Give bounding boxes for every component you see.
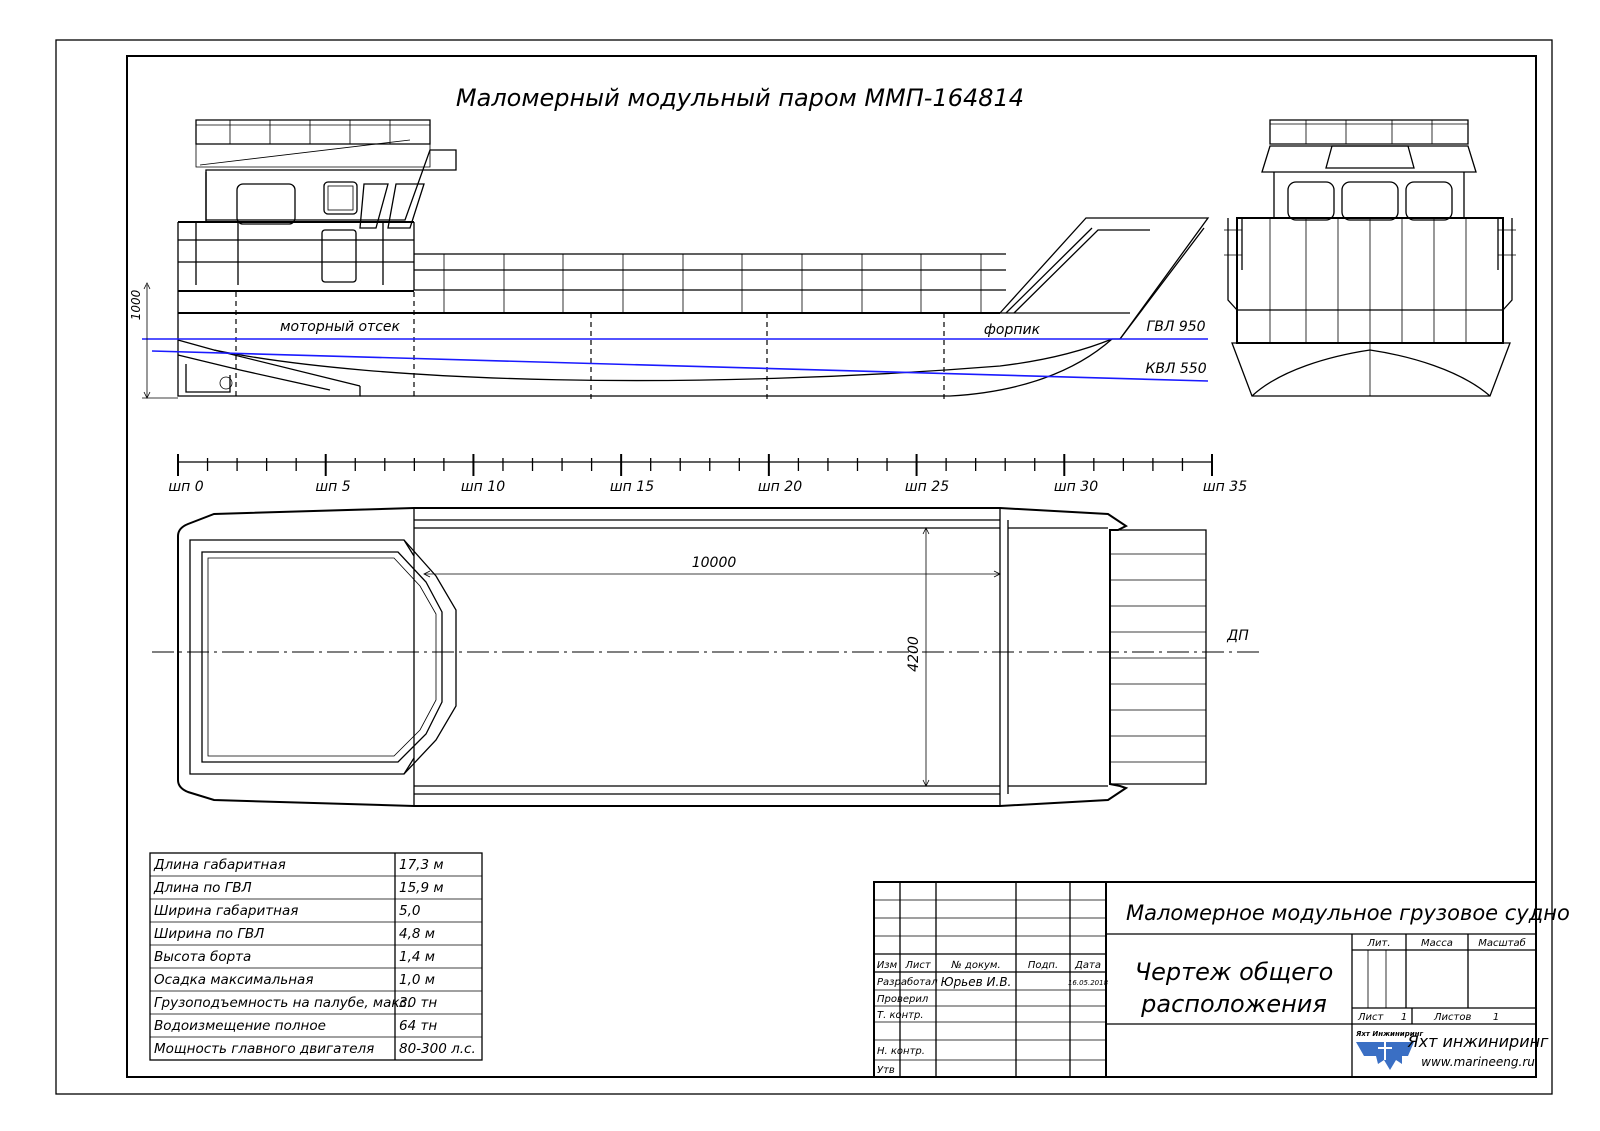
- height-dimension: 1000: [129, 289, 143, 320]
- plan-width-dimension: 4200: [906, 636, 922, 672]
- plan-length-dimension: 10000: [692, 555, 737, 571]
- company-logo: Яхт Инжиниринг: [1355, 1030, 1423, 1070]
- waterline-label-gvl: ГВЛ 950: [1146, 319, 1205, 335]
- spec-name: Длина габаритная: [153, 857, 286, 873]
- side-view: 1000 моторный отсек форпик ГВЛ 950 КВЛ 5…: [129, 119, 1210, 400]
- front-view: [1224, 119, 1516, 397]
- outer-frame: [55, 39, 1553, 1095]
- spec-row: Грузоподъемность на палубе, макс. 30 тн: [154, 995, 437, 1011]
- spec-row: Длина габаритная 17,3 м: [153, 857, 444, 873]
- spec-value: 1,0 м: [399, 972, 435, 988]
- spec-name: Высота борта: [154, 949, 251, 965]
- sheets-value: 1: [1493, 1012, 1499, 1023]
- spec-row: Осадка максимальная 1,0 м: [154, 972, 435, 988]
- frame-label-35: шп 35: [1203, 479, 1247, 495]
- frame-label-15: шп 15: [610, 479, 654, 495]
- spec-value: 1,4 м: [399, 949, 435, 965]
- header-doc-num: № докум.: [950, 960, 1000, 971]
- frame-scale: шп 0 шп 5 шп 10 шп 15 шп 20 шп 25 шп 30 …: [168, 454, 1247, 495]
- role-developed: Разработал: [877, 976, 938, 988]
- sheet-value: 1: [1401, 1012, 1407, 1023]
- spec-value: 17,3 м: [399, 857, 444, 873]
- specs-table: Длина габаритная 17,3 м Длина по ГВЛ 15,…: [149, 852, 483, 1061]
- scale-label: Масштаб: [1478, 937, 1526, 949]
- spec-value: 30 тн: [399, 995, 437, 1011]
- title-block: Маломерное модульное грузовое судно Черт…: [873, 881, 1570, 1078]
- centerline-label: ДП: [1226, 628, 1249, 644]
- spec-row: Водоизмещение полное 64 тн: [154, 1018, 437, 1034]
- developer-date: 16.05.2018: [1068, 979, 1109, 987]
- frame-label-5: шп 5: [315, 479, 350, 495]
- spec-name: Водоизмещение полное: [154, 1018, 326, 1034]
- frame-scale-ticks: [177, 454, 1213, 476]
- role-checked: Проверил: [877, 994, 929, 1005]
- company-website: www.marineeng.ru: [1421, 1055, 1535, 1069]
- spec-value: 15,9 м: [399, 880, 444, 896]
- spec-value: 64 тн: [399, 1018, 437, 1034]
- company-name: Яхт инжиниринг: [1407, 1032, 1550, 1051]
- role-norm-control: Н. контр.: [877, 1046, 925, 1057]
- waterline-label-kvl: КВЛ 550: [1145, 361, 1206, 377]
- engine-room-label: моторный отсек: [280, 319, 401, 335]
- spec-row: Мощность главного двигателя 80-300 л.с.: [154, 1041, 476, 1057]
- forepeak-label: форпик: [984, 322, 1041, 338]
- spec-name: Длина по ГВЛ: [153, 880, 252, 896]
- spec-row: Ширина габаритная 5,0: [154, 903, 420, 919]
- frame-label-10: шп 10: [461, 479, 505, 495]
- spec-row: Длина по ГВЛ 15,9 м: [153, 880, 444, 896]
- frame-label-25: шп 25: [905, 479, 949, 495]
- header-izm: Изм: [877, 960, 898, 971]
- spec-row: Ширина по ГВЛ 4,8 м: [154, 926, 435, 942]
- spec-row: Высота борта 1,4 м: [154, 949, 435, 965]
- plan-view: 10000 4200 ДП: [152, 507, 1262, 807]
- product-name: Маломерное модульное грузовое судно: [1126, 901, 1570, 925]
- spec-value: 80-300 л.с.: [399, 1041, 476, 1057]
- drawing-title: Маломерный модульный паром ММП-164814: [456, 84, 1024, 112]
- lit-label: Лит.: [1366, 938, 1390, 949]
- developer-name: Юрьев И.В.: [941, 975, 1012, 989]
- spec-name: Ширина по ГВЛ: [154, 926, 264, 942]
- role-approved: Утв: [877, 1065, 895, 1076]
- spec-value: 4,8 м: [399, 926, 435, 942]
- sheet-label: Лист: [1357, 1012, 1385, 1023]
- spec-name: Осадка максимальная: [154, 972, 313, 988]
- sheets-label: Листов: [1433, 1012, 1471, 1023]
- spec-name: Ширина габаритная: [154, 903, 298, 919]
- spec-name: Грузоподъемность на палубе, макс.: [154, 995, 411, 1011]
- doc-title-line2: расположения: [1140, 990, 1327, 1018]
- header-date: Дата: [1074, 960, 1101, 971]
- spec-value: 5,0: [399, 903, 420, 919]
- spec-name: Мощность главного двигателя: [154, 1041, 374, 1057]
- header-sign: Подп.: [1028, 960, 1058, 971]
- frame-label-20: шп 20: [758, 479, 802, 495]
- logo-text: Яхт Инжиниринг: [1355, 1030, 1423, 1038]
- frame-label-30: шп 30: [1054, 479, 1098, 495]
- frame-label-0: шп 0: [168, 479, 203, 495]
- inner-frame: [126, 55, 1537, 1078]
- mass-label: Масса: [1421, 938, 1453, 949]
- role-tech-control: Т. контр.: [877, 1010, 924, 1021]
- doc-title-line1: Чертеж общего: [1135, 958, 1334, 986]
- header-list: Лист: [904, 960, 932, 971]
